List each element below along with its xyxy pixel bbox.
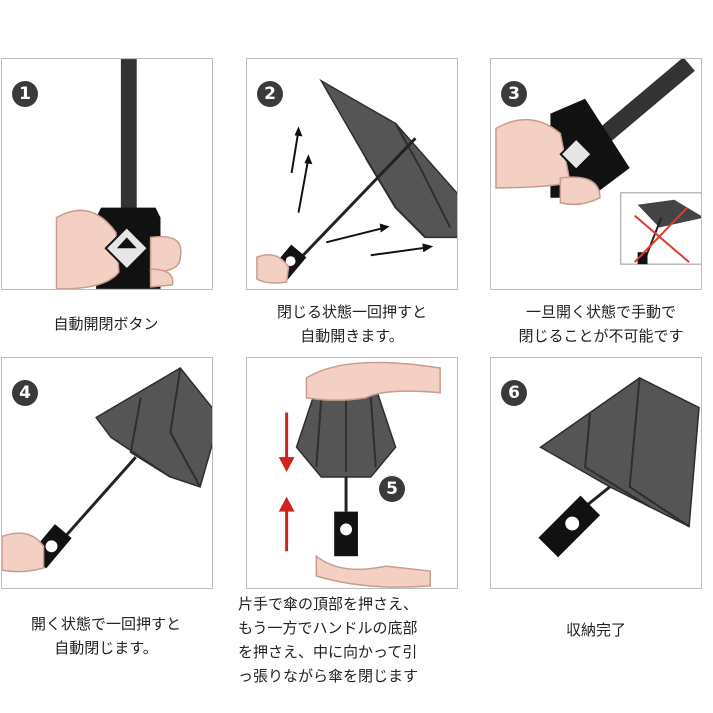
step-6-number-badge: 6 <box>501 380 527 406</box>
step-3-number-badge: 3 <box>501 81 527 107</box>
step-2-caption: 閉じる状態一回押すと 自動開きます。 <box>276 303 427 345</box>
step-5-caption: 片手で傘の頂部を押さえ、 もう一方でハンドルの底部 を押さえ、中に向かって引 っ… <box>238 595 419 685</box>
step-6-caption: 収納完了 <box>565 621 626 639</box>
step-1-panel: 1 <box>1 58 213 290</box>
step-1-caption: 自動開閉ボタン <box>53 315 159 333</box>
step-2-panel: 2 <box>246 58 458 290</box>
step-4-panel: 4 <box>1 357 213 589</box>
folded-umbrella-with-hand-illustration <box>2 367 212 573</box>
step-5-number-badge: 5 <box>379 476 405 502</box>
step-4-number-badge: 4 <box>12 380 38 406</box>
step-6-panel: 6 <box>490 357 702 589</box>
step-1-number-badge: 1 <box>12 81 38 107</box>
step-3-caption: 一旦開く状態で手動で 閉じることが不可能です <box>518 303 684 345</box>
hand-on-handle-illustration <box>495 59 701 265</box>
step-3-panel: 3 <box>490 58 702 290</box>
step-5-panel: 5 <box>246 357 458 589</box>
two-hands-closing-umbrella-illustration <box>278 361 441 588</box>
handle-with-button-illustration <box>55 59 182 289</box>
step-4-caption: 開く状態で一回押すと 自動閉じます。 <box>30 615 181 657</box>
folded-umbrella-stored-illustration <box>538 377 700 558</box>
step-2-number-badge: 2 <box>257 81 283 107</box>
opening-umbrella-illustration <box>256 78 457 284</box>
